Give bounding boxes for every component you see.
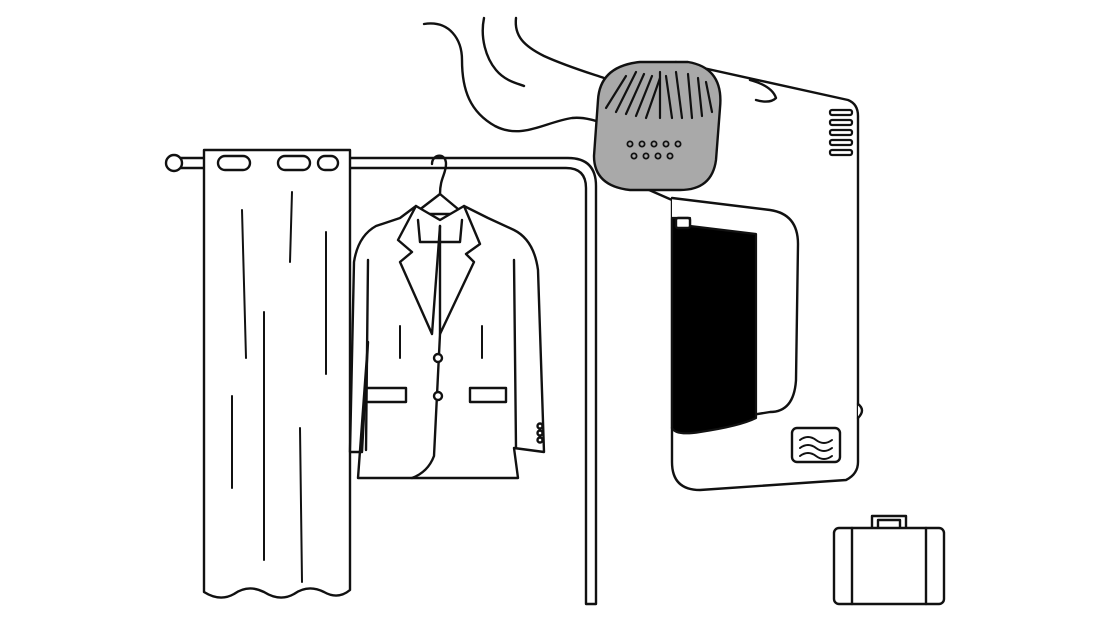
suitcase-icon	[832, 514, 946, 606]
steam-symbol-icon	[790, 426, 842, 464]
curtain-ring	[216, 154, 252, 172]
suit-jacket-icon	[348, 204, 546, 480]
steam-wisp-icon	[422, 16, 634, 134]
steam-plate	[592, 60, 722, 192]
curtain-icon	[202, 148, 352, 599]
curtain-ring	[316, 154, 340, 172]
hanger-icon	[412, 154, 466, 216]
clothing-rail-icon	[164, 153, 598, 606]
garment-steamer-icon	[592, 60, 864, 492]
water-tank	[670, 216, 758, 435]
curtain-ring	[276, 154, 312, 172]
